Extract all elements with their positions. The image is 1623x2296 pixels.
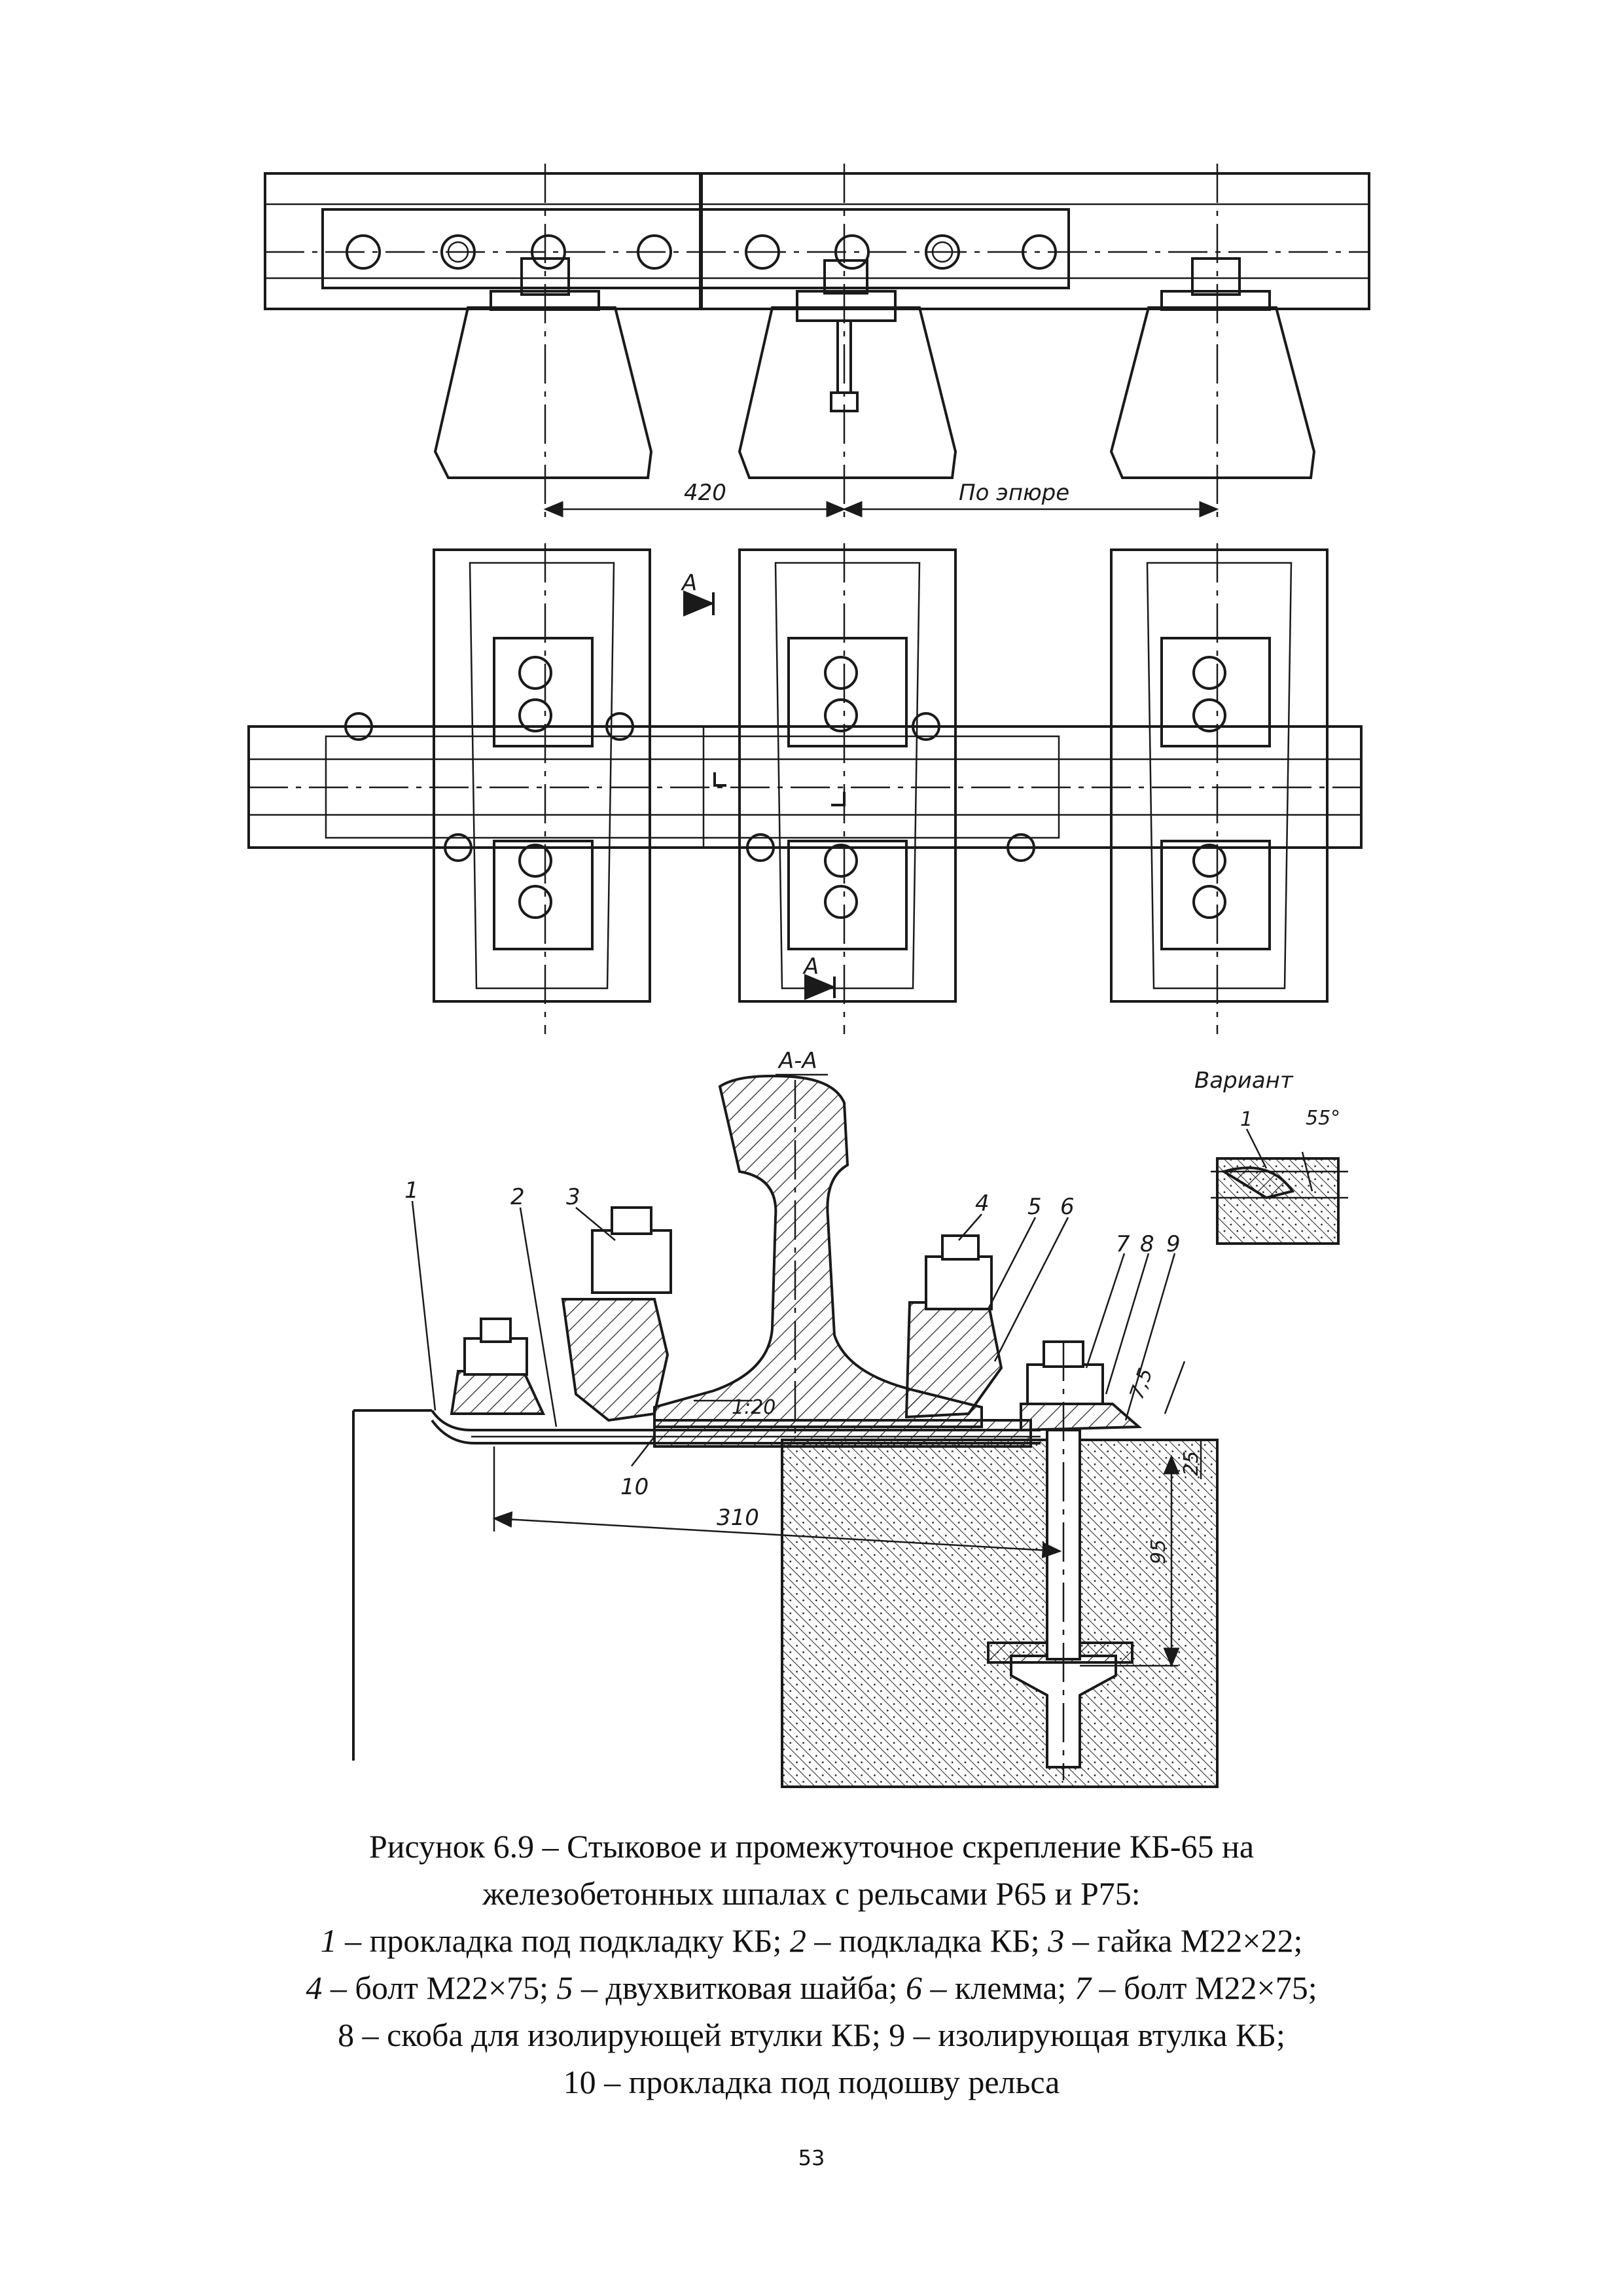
section-mark-bottom: А	[802, 954, 819, 980]
part-label-5: 5	[1027, 1194, 1042, 1220]
plan-bolts	[518, 656, 1226, 919]
caption-item-3-text: – гайка М22×22;	[1064, 1922, 1303, 1959]
caption-item-2-num: 2	[789, 1922, 806, 1959]
variant-part-label: 1	[1240, 1108, 1253, 1131]
variant-detail: Вариант 1 55°	[1194, 1067, 1348, 1245]
part-label-6: 6	[1060, 1194, 1075, 1220]
dimension-95: 95	[1147, 1539, 1170, 1564]
caption-item-1-text: – прокладка под подкладку КБ;	[336, 1922, 790, 1959]
part-label-8: 8	[1140, 1231, 1154, 1257]
caption-item-7-text: – болт М22×75;	[1090, 1969, 1317, 2006]
part-label-4: 4	[975, 1191, 990, 1217]
part-labels: 1 2 3 4 5 6 7 8 9 10	[404, 1177, 1181, 1500]
caption-item-2-text: – подкладка КБ;	[806, 1922, 1048, 1959]
section-view: А-А 3	[352, 1048, 1348, 1788]
caption-item-5-num: 5	[556, 1969, 573, 2006]
caption-item-3-num: 3	[1048, 1922, 1065, 1959]
page-number: 53	[798, 2145, 825, 2170]
caption-line-2: железобетонных шпалах с рельсами Р65 и Р…	[482, 1875, 1141, 1912]
caption-item-6-text: – клемма;	[921, 1969, 1075, 2006]
caption-item-6-num: 6	[905, 1969, 922, 2006]
top-view: 420 По эпюре	[264, 164, 1370, 524]
slope-label: 1:20	[732, 1396, 776, 1419]
caption-line-3: 1 – прокладка под подкладку КБ; 2 – подк…	[157, 1917, 1466, 1964]
variant-angle: 55°	[1306, 1107, 1340, 1130]
caption-line-6: 10 – прокладка под подошву рельса	[563, 2064, 1060, 2100]
section-mark-top: А	[681, 570, 697, 596]
part-label-2: 2	[510, 1184, 525, 1210]
section-title: А-А	[777, 1048, 817, 1074]
caption-item-7-num: 7	[1074, 1969, 1091, 2006]
part-label-10: 10	[620, 1474, 649, 1500]
caption-item-4-text: – болт М22×75;	[322, 1969, 557, 2006]
caption-item-4-num: 4	[306, 1969, 323, 2006]
caption-line-1: Рисунок 6.9 – Стыковое и промежуточное с…	[368, 1828, 1255, 1865]
joint-bar-holes	[346, 234, 1057, 270]
caption-line-5: 8 – скоба для изолирующей втулки КБ; 9 –…	[338, 2017, 1285, 2053]
plan-view: А А	[247, 543, 1363, 1034]
dimension-310: 310	[717, 1505, 759, 1531]
dimension-420: 420	[684, 480, 726, 506]
dimension-epure: По эпюре	[959, 480, 1069, 506]
part-label-9: 9	[1166, 1231, 1181, 1257]
caption-item-5-text: – двухвитковая шайба;	[573, 1969, 906, 2006]
caption-line-4: 4 – болт М22×75; 5 – двухвитковая шайба;…	[157, 1964, 1466, 2011]
caption-item-1-num: 1	[320, 1922, 337, 1959]
part-label-7: 7	[1116, 1231, 1130, 1257]
part-label-3: 3	[566, 1184, 580, 1210]
dimension-7-5: 7,5	[1126, 1365, 1158, 1403]
part-label-1: 1	[404, 1177, 419, 1204]
dimension-25: 25	[1180, 1451, 1203, 1476]
figure-caption: Рисунок 6.9 – Стыковое и промежуточное с…	[157, 1823, 1466, 2106]
variant-label: Вариант	[1194, 1067, 1294, 1094]
